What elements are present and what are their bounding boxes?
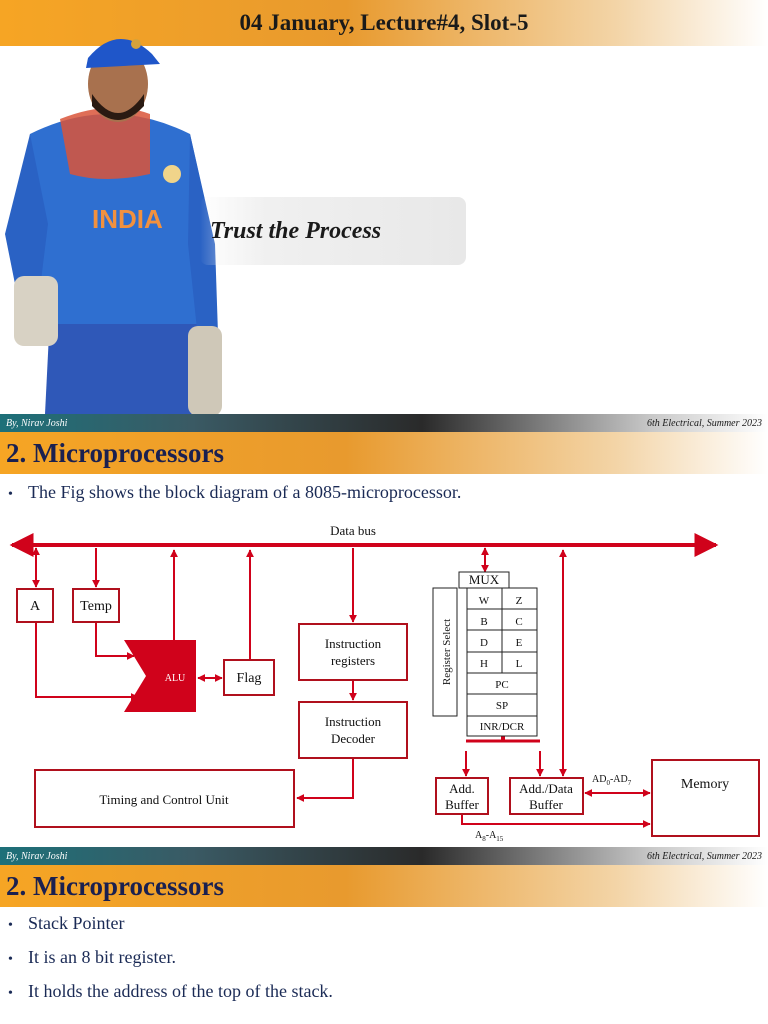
instruction-registers-label-2: registers bbox=[331, 653, 375, 668]
bullet-item: •It holds the address of the top of the … bbox=[8, 981, 333, 1001]
quote-box: Trust the Process bbox=[200, 197, 466, 265]
register-a-label: A bbox=[30, 599, 41, 614]
instruction-decoder-label-1: Instruction bbox=[325, 714, 382, 729]
slide-1: 04 January, Lecture#4, Slot-5 INDIA Trus… bbox=[0, 0, 768, 432]
instruction-decoder-box bbox=[298, 701, 408, 759]
register-a-box bbox=[16, 588, 54, 623]
slide-2-bullets: •The Fig shows the block diagram of a 80… bbox=[8, 482, 461, 503]
mux-label: MUX bbox=[469, 572, 500, 587]
instruction-decoder-label-2: Decoder bbox=[331, 731, 376, 746]
data-bus-label: Data bus bbox=[330, 523, 376, 538]
jersey-text: INDIA bbox=[92, 204, 163, 234]
inr-dcr-box bbox=[466, 715, 538, 737]
address-data-buffer-box bbox=[509, 777, 584, 815]
temp-register-box bbox=[72, 588, 120, 623]
register-w-label: W bbox=[479, 595, 490, 607]
quote-text: Trust the Process bbox=[210, 217, 382, 244]
timing-control-box bbox=[34, 769, 295, 828]
ad-bus-label: AD0-AD7 bbox=[592, 774, 632, 787]
alu-shape bbox=[124, 640, 196, 712]
slide-1-title: 04 January, Lecture#4, Slot-5 bbox=[239, 10, 529, 35]
register-e-label: E bbox=[516, 637, 523, 649]
register-h-label: H bbox=[480, 658, 488, 670]
slide-2-footer: By, Nirav Joshi 6th Electrical, Summer 2… bbox=[0, 847, 768, 865]
instruction-registers-box bbox=[298, 623, 408, 681]
slide-1-footer: By, Nirav Joshi 6th Electrical, Summer 2… bbox=[0, 414, 768, 432]
register-b-label: B bbox=[480, 616, 487, 628]
register-d-label: D bbox=[480, 637, 488, 649]
slide-3-bullets: •Stack Pointer •It is an 8 bit register.… bbox=[8, 913, 333, 1002]
footer-author: By, Nirav Joshi bbox=[6, 417, 68, 429]
bullet-item: •It is an 8 bit register. bbox=[8, 947, 176, 967]
address-data-buffer-label-1: Add./Data bbox=[519, 781, 573, 796]
register-l-label: L bbox=[516, 658, 523, 670]
slide-1-title-bar: 04 January, Lecture#4, Slot-5 bbox=[0, 0, 768, 46]
instruction-registers-label-1: Instruction bbox=[325, 636, 382, 651]
flag-box bbox=[223, 659, 275, 696]
address-buffer-label-1: Add. bbox=[449, 781, 475, 796]
footer-course: 6th Electrical, Summer 2023 bbox=[647, 417, 762, 429]
register-c-label: C bbox=[515, 616, 522, 628]
bullet-item: •The Fig shows the block diagram of a 80… bbox=[8, 482, 462, 502]
address-bus-label: A8-A15 bbox=[475, 830, 504, 843]
slide-3-title: 2. Microprocessors bbox=[6, 870, 224, 901]
address-buffer-label-2: Buffer bbox=[445, 797, 479, 812]
program-counter-label: PC bbox=[495, 679, 508, 691]
memory-label: Memory bbox=[681, 777, 729, 792]
timing-control-label: Timing and Control Unit bbox=[99, 792, 229, 807]
footer-course: 6th Electrical, Summer 2023 bbox=[647, 850, 762, 862]
temp-label: Temp bbox=[80, 599, 112, 614]
alu-label: ALU bbox=[165, 673, 186, 684]
flag-label: Flag bbox=[237, 671, 262, 686]
player-photo: INDIA bbox=[5, 38, 222, 414]
address-buffer-box bbox=[435, 777, 489, 815]
slide-2-title-bar: 2. Microprocessors bbox=[0, 432, 768, 474]
inr-dcr-label: INR/DCR bbox=[480, 721, 525, 733]
slide-3-title-bar: 2. Microprocessors bbox=[0, 865, 768, 907]
slide-3: 2. Microprocessors •Stack Pointer •It is… bbox=[0, 865, 768, 1024]
address-data-buffer-label-2: Buffer bbox=[529, 797, 563, 812]
slide-2: 2. Microprocessors •The Fig shows the bl… bbox=[0, 432, 768, 865]
stack-pointer-label: SP bbox=[496, 700, 508, 712]
slide-2-title: 2. Microprocessors bbox=[6, 437, 224, 468]
memory-box bbox=[651, 759, 760, 837]
block-diagram-8085: Data bus bbox=[9, 523, 760, 843]
footer-author: By, Nirav Joshi bbox=[6, 850, 68, 862]
register-select-label: Register Select bbox=[441, 619, 453, 685]
register-z-label: Z bbox=[516, 595, 523, 607]
bullet-item: •Stack Pointer bbox=[8, 913, 125, 933]
